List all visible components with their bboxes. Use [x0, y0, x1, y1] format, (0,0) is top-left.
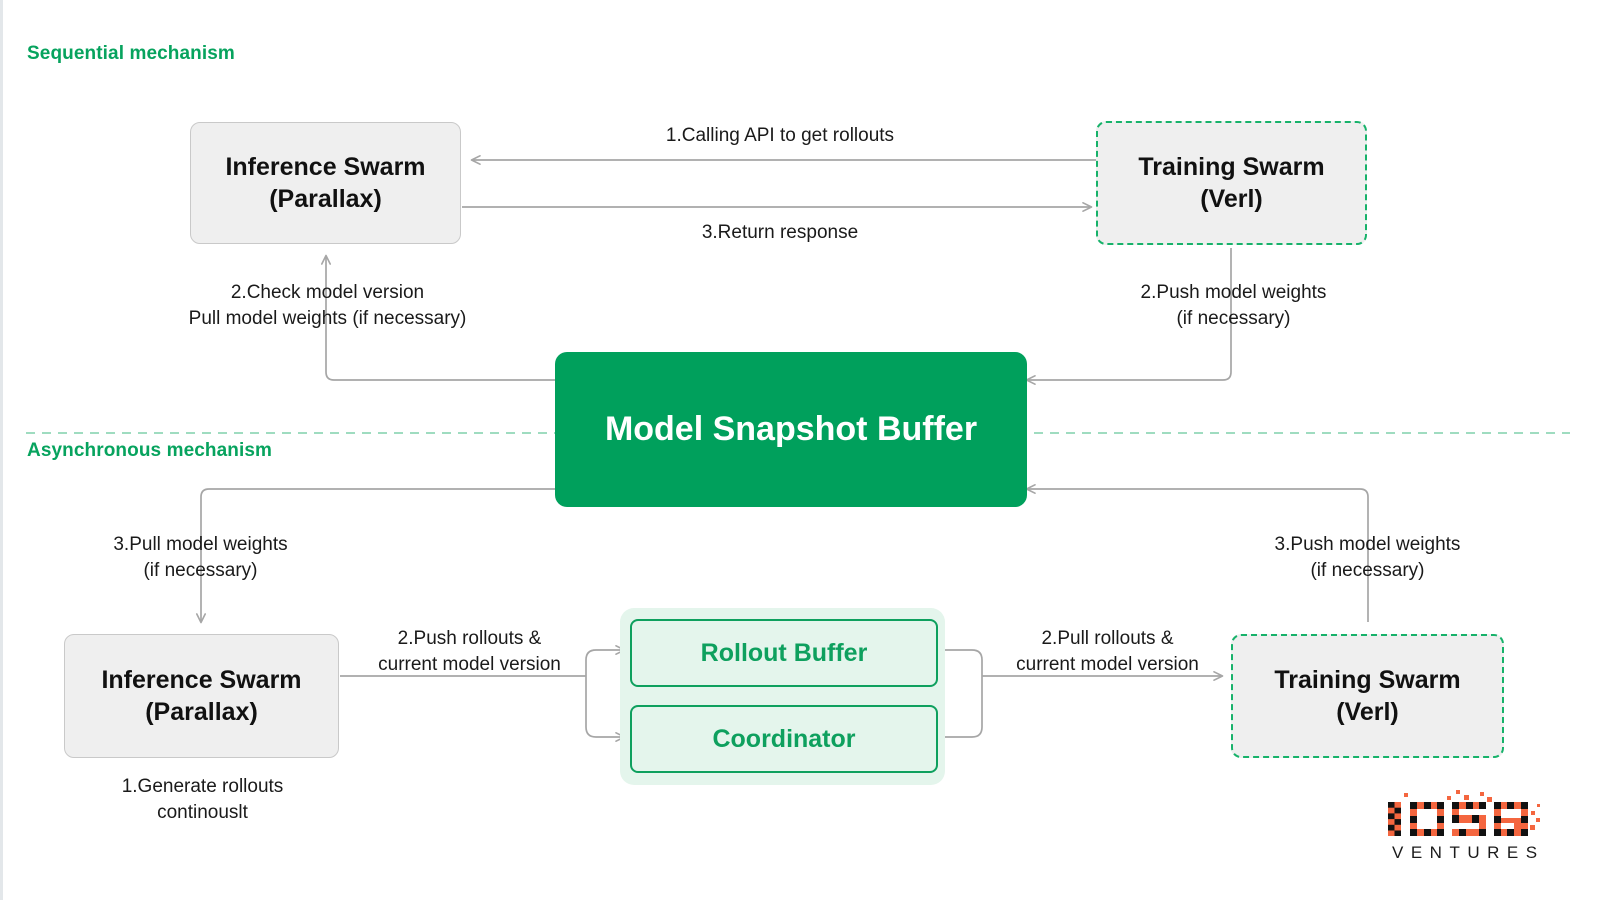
node-line-2: (Verl) [1200, 185, 1263, 213]
iosg-logo-mark [1386, 790, 1542, 840]
node-model-snapshot-buffer-label: Model Snapshot Buffer [604, 410, 978, 449]
iosg-ventures-logo: VENTURES [1386, 790, 1545, 863]
section-title-asynchronous: Asynchronous mechanism [27, 440, 273, 461]
node-rollout-buffer[interactable]: Rollout Buffer [630, 619, 938, 687]
node-training-swarm-bottom[interactable]: Training Swarm (Verl) [1231, 634, 1504, 758]
edge-label-push-model-weights-bottom: 3.Push model weights (if necessary) [1274, 534, 1461, 581]
node-line-2: (Verl) [1336, 698, 1399, 726]
edge-label-check-model-version: 2.Check model version Pull model weights… [188, 282, 467, 329]
edge-label-return-response: 3.Return response [701, 222, 859, 243]
node-line-2: (Parallax) [145, 698, 258, 726]
node-line-1: Inference Swarm [101, 665, 302, 694]
wire-push-rollouts-to-coordinator [585, 676, 626, 743]
node-line-2: (Parallax) [269, 185, 382, 213]
wire-pull-rollouts-from-coordinator [944, 676, 983, 738]
node-rollout-buffer-label: Rollout Buffer [700, 638, 868, 667]
node-model-snapshot-buffer[interactable]: Model Snapshot Buffer [555, 352, 1027, 507]
node-training-swarm-top-text: Training Swarm (Verl) [1138, 151, 1324, 216]
edge-label-push-model-weights-top: 2.Push model weights (if necessary) [1140, 282, 1327, 329]
node-training-swarm-top[interactable]: Training Swarm (Verl) [1096, 121, 1367, 245]
node-inference-swarm-bottom[interactable]: Inference Swarm (Parallax) [64, 634, 339, 758]
node-coordinator-label: Coordinator [712, 724, 856, 753]
node-inference-swarm-top[interactable]: Inference Swarm (Parallax) [190, 122, 461, 244]
iosg-logo-wordmark: VENTURES [1392, 843, 1545, 862]
edge-label-calling-api: 1.Calling API to get rollouts [665, 125, 895, 146]
node-coordinator[interactable]: Coordinator [630, 705, 938, 773]
node-training-swarm-bottom-text: Training Swarm (Verl) [1274, 664, 1460, 729]
section-title-sequential: Sequential mechanism [27, 43, 235, 64]
node-line-1: Training Swarm [1138, 152, 1325, 181]
edge-label-pull-rollouts: 2.Pull rollouts & current model version [1016, 628, 1199, 675]
edge-label-generate-rollouts: 1.Generate rollouts continouslt [121, 776, 284, 823]
node-line-1: Inference Swarm [225, 152, 426, 181]
node-line-1: Training Swarm [1274, 665, 1461, 694]
edge-label-push-rollouts: 2.Push rollouts & current model version [378, 628, 561, 675]
node-inference-swarm-top-text: Inference Swarm (Parallax) [225, 151, 425, 216]
node-inference-swarm-bottom-text: Inference Swarm (Parallax) [101, 664, 301, 729]
edge-label-pull-model-weights-bottom: 3.Pull model weights (if necessary) [113, 534, 288, 581]
iosg-logo-icon [1388, 790, 1540, 836]
page-edge-rule [0, 0, 3, 900]
